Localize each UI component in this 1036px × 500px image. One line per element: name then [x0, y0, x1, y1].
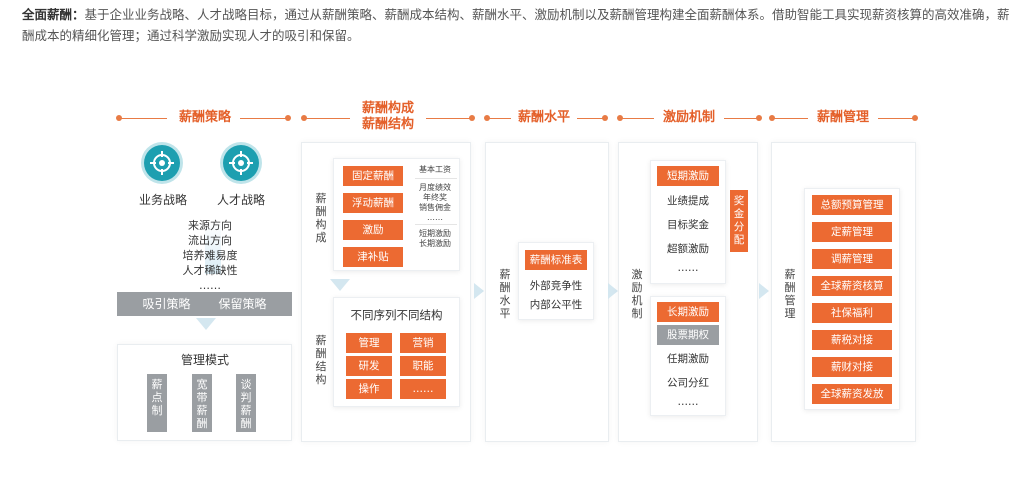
- retain-strategy: 保留策略: [218, 297, 267, 311]
- management-label: 薪酬管理: [784, 268, 796, 320]
- header-line: [240, 118, 288, 119]
- incentive-pay: 激励: [343, 220, 403, 240]
- mode-broadband: 宽带薪酬: [192, 374, 212, 432]
- incentive-label: 激励机制: [631, 268, 643, 320]
- mode-point-system: 薪点制: [147, 374, 167, 432]
- seq-management: 管理: [346, 333, 392, 353]
- bonus-distribution: 奖金分配: [730, 190, 748, 252]
- down-arrow: [205, 222, 221, 274]
- note-monthly-performance: 月度绩效: [419, 183, 451, 192]
- social-benefits: 社保福利: [812, 303, 892, 323]
- intro-text: 基于企业业务战略、人才战略目标，通过从薪酬策略、薪酬成本结构、薪酬水平、激励机制…: [22, 7, 1010, 43]
- down-arrow: [330, 279, 350, 291]
- mode-negotiation: 谈判薪酬: [236, 374, 256, 432]
- long-more: ……: [677, 396, 699, 408]
- short-more: ……: [677, 262, 699, 274]
- global-payroll-calc: 全球薪资核算: [812, 276, 892, 296]
- header-line: [878, 118, 914, 119]
- composition-label: 薪酬构成: [315, 192, 327, 244]
- tenure-incentive: 任期激励: [667, 353, 709, 365]
- salary-setting: 定薪管理: [812, 222, 892, 242]
- variable-pay: 浮动薪酬: [343, 193, 403, 213]
- level-label: 薪酬水平: [499, 268, 511, 320]
- header-line: [577, 118, 603, 119]
- header-dot: [756, 115, 762, 121]
- company-dividend: 公司分红: [667, 377, 709, 389]
- note-base-salary: 基本工资: [419, 165, 451, 174]
- talent-strategy-label: 人才战略: [216, 193, 265, 207]
- header-management: 薪酬管理: [816, 110, 869, 125]
- header-incentive: 激励机制: [662, 110, 715, 125]
- header-level: 薪酬水平: [517, 110, 570, 125]
- factor-item: 培养难易度: [182, 249, 238, 262]
- down-arrow: [196, 318, 216, 330]
- note-long-term: 长期激励: [419, 239, 451, 248]
- header-line: [772, 118, 808, 119]
- salary-adjustment: 调薪管理: [812, 249, 892, 269]
- tax-integration: 薪税对接: [812, 330, 892, 350]
- header-dot: [602, 115, 608, 121]
- divider: [415, 224, 457, 225]
- budget-management: 总额预算管理: [812, 195, 892, 215]
- note-year-end-bonus: 年终奖: [423, 193, 447, 202]
- excess-incentive: 超额激励: [667, 243, 709, 255]
- intro-bold: 全面薪酬：: [22, 7, 85, 22]
- header-line: [304, 118, 350, 119]
- management-mode-title: 管理模式: [180, 353, 229, 367]
- seq-function: 职能: [400, 356, 446, 376]
- header-strategy: 薪酬策略: [178, 110, 231, 125]
- salary-standard-table: 薪酬标准表: [525, 250, 587, 270]
- attract-strategy: 吸引策略: [142, 297, 191, 311]
- header-dot: [469, 115, 475, 121]
- header-line: [487, 118, 511, 119]
- header-line: [119, 118, 167, 119]
- short-term-incentive: 短期激励: [657, 166, 719, 186]
- right-arrow: [608, 283, 618, 299]
- note-sales-commission: 销售佣金: [419, 203, 451, 212]
- seq-operation: 操作: [346, 379, 392, 399]
- factor-item: 来源方向: [188, 219, 232, 232]
- factor-item: 人才稀缺性: [182, 264, 238, 277]
- finance-integration: 薪财对接: [812, 357, 892, 377]
- business-strategy-label: 业务战略: [138, 193, 187, 207]
- header-line: [426, 118, 472, 119]
- stock-options: 股票期权: [657, 325, 719, 345]
- seq-rnd: 研发: [346, 356, 392, 376]
- factor-item: 流出方向: [188, 234, 232, 247]
- talent-strategy-icon: [223, 145, 259, 181]
- sales-commission: 业绩提成: [667, 195, 709, 207]
- header-dot: [285, 115, 291, 121]
- header-line: [620, 118, 654, 119]
- note-more: ……: [427, 213, 443, 222]
- business-strategy-icon: [144, 145, 180, 181]
- header-dot: [912, 115, 918, 121]
- header-line: [724, 118, 758, 119]
- header-structure-line2: 薪酬结构: [361, 117, 414, 132]
- right-arrow: [759, 283, 769, 299]
- long-term-incentive: 长期激励: [657, 302, 719, 322]
- factor-list: 来源方向 流出方向 培养难易度 人才稀缺性 ……: [160, 218, 260, 293]
- divider: [415, 178, 457, 179]
- external-competitiveness: 外部竞争性: [529, 280, 583, 292]
- intro-paragraph: 全面薪酬：基于企业业务战略、人才战略目标，通过从薪酬策略、薪酬成本结构、薪酬水平…: [22, 4, 1022, 46]
- target-bonus: 目标奖金: [667, 219, 709, 231]
- header-structure: 薪酬构成薪酬结构: [350, 101, 426, 133]
- structure-title: 不同序列不同结构: [350, 308, 443, 322]
- fixed-pay: 固定薪酬: [343, 166, 403, 186]
- header-structure-line1: 薪酬构成: [361, 101, 414, 116]
- seq-more: ……: [400, 379, 446, 399]
- global-payroll-payment: 全球薪资发放: [812, 384, 892, 404]
- note-short-term: 短期激励: [419, 229, 451, 238]
- strategy-bar: 吸引策略 保留策略: [117, 292, 292, 316]
- factor-item: ……: [199, 279, 221, 292]
- internal-fairness: 内部公平性: [529, 299, 583, 311]
- seq-marketing: 营销: [400, 333, 446, 353]
- right-arrow: [474, 283, 484, 299]
- allowance: 津补贴: [343, 247, 403, 267]
- structure-label: 薪酬结构: [315, 334, 327, 386]
